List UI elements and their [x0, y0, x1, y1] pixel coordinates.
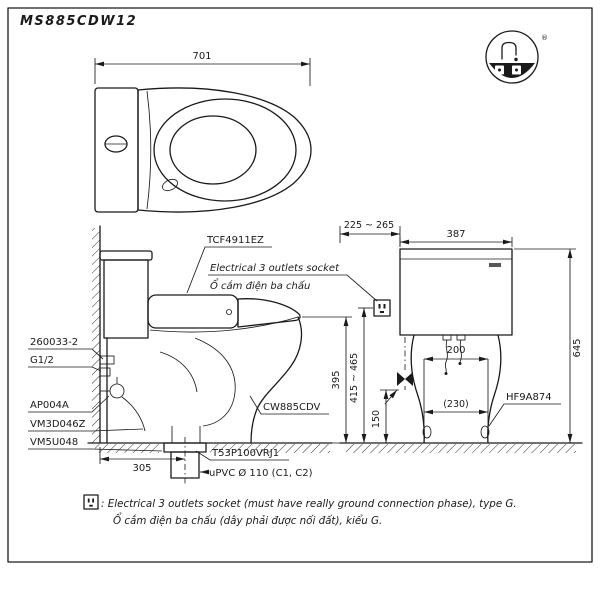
label-bolt-cap: HF9A874 [506, 392, 552, 403]
bowl-inner-curve [159, 351, 198, 393]
tank-rear [399, 248, 513, 336]
footnote-en: : Electrical 3 outlets socket (must have… [101, 498, 517, 510]
valve-pointer-arrow [384, 389, 398, 405]
logo-faucet-icon [501, 41, 517, 60]
leader-seal [28, 448, 163, 452]
footnote-vi: Ổ cắm điện ba chấu (dây phải được nối đấ… [113, 512, 382, 527]
dim-tank-width-value: 387 [446, 229, 465, 240]
rim-seam [149, 316, 299, 333]
label-stop-valve: AP004A [30, 400, 69, 411]
certification-logo: ® [485, 30, 548, 84]
thread-fitting [99, 367, 111, 377]
floor-hatch [346, 444, 576, 453]
floor-hatch-left [95, 444, 159, 453]
valve-symbol-icon [405, 372, 413, 386]
dim-rim-height-value: 395 [331, 370, 342, 389]
model-title: MS885CDW12 [20, 14, 137, 29]
stop-valve-icon [109, 383, 125, 399]
floor-hatch-right [210, 444, 330, 453]
label-outlet-socket: T53P100VRJ1 [211, 448, 279, 459]
dim-socket-height-value: 415 ~ 465 [349, 353, 360, 403]
leader-washlet [186, 246, 272, 294]
socket-pin [378, 304, 381, 309]
bolt-cap-right [480, 425, 490, 439]
logo-dot-right-icon [515, 68, 518, 72]
registered-trademark-mark: ® [541, 34, 548, 42]
rear-view: 225 ~ 265 387 645 200 (230) 415 ~ 465 15… [339, 220, 583, 453]
logo-dot-left-icon [498, 68, 501, 72]
seat-ring [153, 98, 297, 202]
washlet-unit-side [147, 294, 239, 329]
footnote: : Electrical 3 outlets socket (must have… [83, 494, 517, 527]
hose-end [444, 372, 448, 375]
logo-waterdrop-icon [514, 57, 518, 62]
drawing-border-frame [7, 7, 593, 563]
seat-lid-closed [237, 298, 301, 328]
electrical-socket-legend-icon [83, 494, 99, 510]
socket-pin [92, 498, 94, 503]
dim-total-height-value: 645 [572, 338, 583, 357]
dim-wall-offset-value: 225 ~ 265 [344, 220, 394, 231]
washlet-knob-detail [226, 309, 232, 315]
valve-symbol-icon [397, 372, 405, 386]
label-thread: G1/2 [30, 355, 54, 366]
socket-pin [383, 304, 386, 309]
tank-brand-mark [489, 263, 501, 267]
leader-bowl [249, 395, 329, 415]
leader-stop-valve [28, 395, 110, 413]
tank-side [103, 259, 149, 339]
logo-circle-icon [485, 30, 539, 84]
trapway-curve [194, 337, 236, 427]
hose-connector [456, 334, 466, 341]
bolt-cap-left [422, 425, 432, 439]
hinge-seam [146, 90, 152, 210]
socket-outline [83, 494, 99, 510]
dim-base-width-value: (230) [443, 399, 469, 410]
leader-hose [28, 428, 144, 432]
leader-socket [208, 274, 378, 302]
socket-ground-pin [380, 311, 384, 313]
tank-top-outline [94, 87, 139, 213]
bowl-front-outline [250, 316, 303, 444]
hose-connector [442, 334, 452, 341]
dim-valve-height-value: 150 [371, 410, 382, 428]
wall-hatch [92, 228, 100, 443]
label-washlet-seat: TCF4911EZ [206, 235, 264, 246]
side-view: TCF4911EZ Electrical 3 outlets socket Ổ … [28, 225, 378, 484]
bowl-opening [169, 115, 257, 185]
socket-pin [87, 498, 90, 503]
top-view: 701 [94, 51, 312, 213]
leader-supply-part [28, 348, 104, 360]
leader-thread [28, 366, 102, 372]
tank-lid-side [99, 250, 153, 261]
seat-sensor-detail [162, 178, 178, 192]
dim-center-spacing-value: 200 [446, 345, 465, 356]
electrical-socket-icon [373, 299, 391, 317]
dim-depth-value: 701 [192, 51, 211, 62]
label-socket-vi: Ổ cắm điện ba chấu [210, 277, 310, 292]
label-supply-part: 260033-2 [30, 337, 78, 348]
label-bowl: CW885CDV [263, 402, 320, 413]
hose-curve [444, 339, 448, 373]
supply-hose-curve [121, 396, 146, 432]
pedestal-left-outline [410, 334, 425, 444]
lid-outline [137, 87, 312, 213]
hose-end [458, 362, 462, 365]
label-seal: VM5U048 [30, 437, 78, 448]
label-hose: VM3D046Z [30, 419, 86, 430]
label-socket-en: Electrical 3 outlets socket [210, 263, 340, 274]
socket-outline [373, 299, 391, 317]
leader-bolt-cap [488, 403, 561, 427]
label-drain-pipe: uPVC Ø 110 (C1, C2) [209, 467, 313, 479]
pedestal-right-outline [487, 334, 502, 444]
supply-stub [99, 355, 115, 365]
leader-outlet-socket [195, 450, 289, 461]
socket-ground-pin [89, 504, 93, 507]
dim-drain-setout-value: 305 [132, 463, 151, 474]
